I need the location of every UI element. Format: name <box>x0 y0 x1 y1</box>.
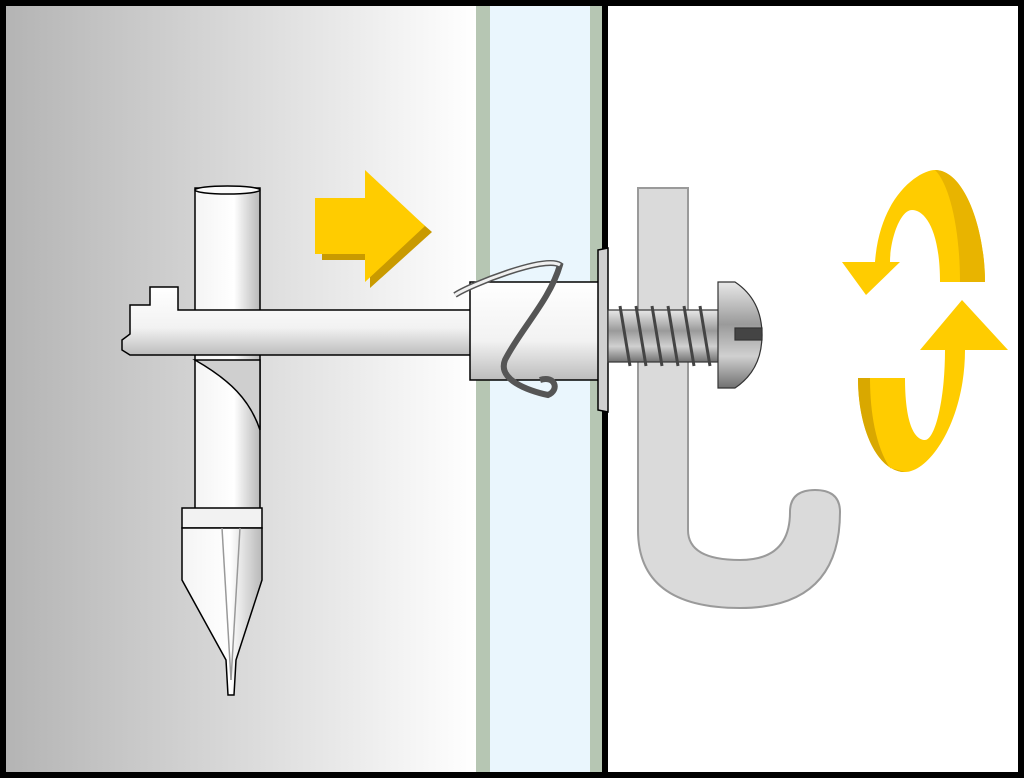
screw-icon <box>607 281 763 389</box>
rotate-arrows-icon <box>842 170 1008 472</box>
wall-edge-left <box>476 6 490 772</box>
hook-icon <box>637 187 842 610</box>
toggle-anchor-icon <box>121 185 609 696</box>
push-arrow-icon <box>315 170 432 288</box>
wall-core <box>490 6 590 772</box>
wall-edge-right <box>590 6 602 772</box>
